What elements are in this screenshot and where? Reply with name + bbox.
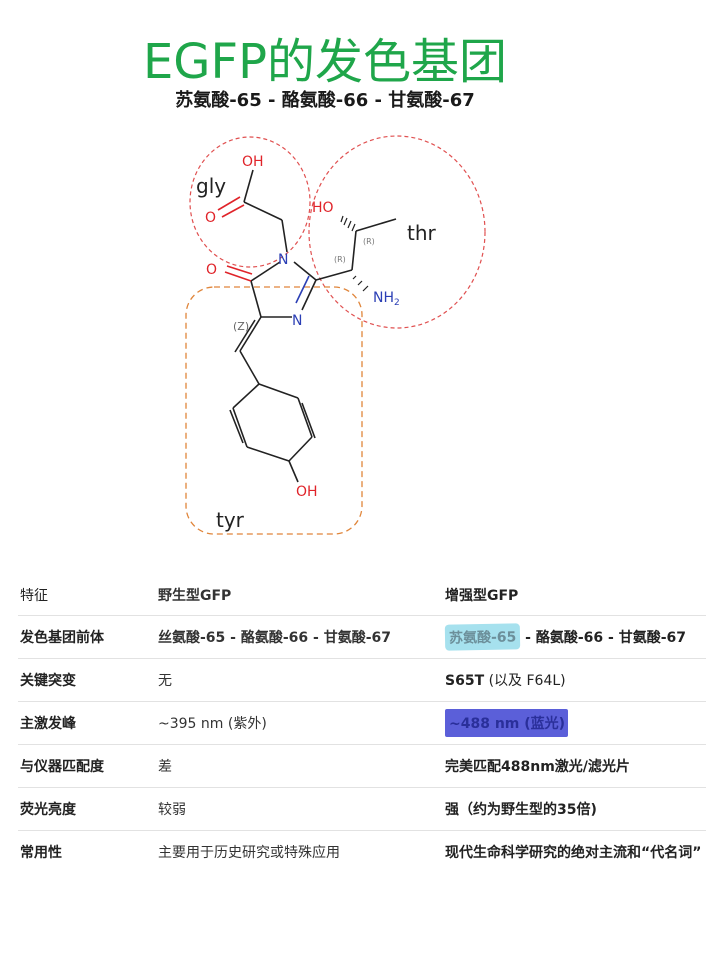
page-title: EGFP的发色基团 xyxy=(142,34,508,90)
atom-oh-phenol: OH xyxy=(296,484,318,500)
table-cell: 较弱 xyxy=(156,787,443,831)
table-cell: 强（约为野生型的35倍) xyxy=(443,787,706,831)
table-row: 荧光亮度 较弱 强（约为野生型的35倍) xyxy=(18,787,706,831)
table-cell: 主要用于历史研究或特殊应用 xyxy=(158,845,340,861)
atom-n-ring1: N xyxy=(278,252,288,268)
table-cell: 常用性 xyxy=(20,845,62,861)
table-cell: 丝氨酸-65 - 酪氨酸-66 - 甘氨酸-67 xyxy=(156,615,443,659)
stereo-label-r2: (R) xyxy=(363,237,375,246)
table-cell: 特征 xyxy=(18,575,156,616)
atom-o-ring: O xyxy=(206,262,217,278)
bond-lines xyxy=(232,169,397,483)
gfp-comparison-table: 特征 野生型GFP 增强型GFP 发色基团前体 丝氨酸-65 - 酪氨酸-66 … xyxy=(18,575,706,873)
label-thr: thr xyxy=(407,221,437,245)
highlight-thr65: 苏氨酸-65 xyxy=(444,623,521,651)
table-row: 与仪器匹配度 差 完美匹配488nm激光/滤光片 xyxy=(18,744,706,788)
atom-o-carbonyl: O xyxy=(205,210,216,226)
highlight-488nm: ~488 nm (蓝光) xyxy=(445,709,569,737)
tyr-region-box xyxy=(185,286,363,535)
table-cell: 完美匹配488nm激光/滤光片 xyxy=(443,744,706,788)
mutation-extra: (以及 F64L) xyxy=(484,673,566,689)
table-cell: S65T (以及 F64L) xyxy=(443,658,706,702)
label-tyr: tyr xyxy=(216,508,245,532)
stereo-label-r1: (R) xyxy=(334,255,346,264)
atom-oh-top: OH xyxy=(242,154,264,170)
mutation-main: S65T xyxy=(445,673,485,689)
precursor-rest: - 酪氨酸-66 - 甘氨酸-67 xyxy=(520,630,686,646)
chromophore-structure: OH O O N N HO NH2 OH (R) (R) (Z) gly thr… xyxy=(185,135,486,535)
table-cell: ~488 nm (蓝光) xyxy=(443,701,706,745)
table-cell: 差 xyxy=(156,744,443,788)
thr-region-circle xyxy=(308,135,486,329)
atom-nh2: NH2 xyxy=(373,290,400,308)
table-cell: ~395 nm (紫外) xyxy=(156,701,443,745)
table-row: 主激发峰 ~395 nm (紫外) ~488 nm (蓝光) xyxy=(18,701,706,745)
table-cell: 增强型GFP xyxy=(443,575,706,616)
table-cell: 无 xyxy=(156,658,443,702)
table-cell: 苏氨酸-65 - 酪氨酸-66 - 甘氨酸-67 xyxy=(443,615,706,659)
atom-n-ring2: N xyxy=(292,313,302,329)
table-cell: 主激发峰 xyxy=(18,701,156,745)
table-cell: 现代生命科学研究的绝对主流和“代名词” xyxy=(445,845,702,861)
table-row: 关键突变 无 S65T (以及 F64L) xyxy=(18,658,706,702)
stereo-label-z: (Z) xyxy=(233,320,249,333)
table-cell: 与仪器匹配度 xyxy=(18,744,156,788)
label-gly: gly xyxy=(196,174,226,198)
gly-region-circle xyxy=(189,136,311,268)
table-cell: 发色基团前体 xyxy=(18,615,156,659)
page-subtitle: 苏氨酸-65 - 酪氨酸-66 - 甘氨酸-67 xyxy=(175,90,475,111)
table-row: 发色基团前体 丝氨酸-65 - 酪氨酸-66 - 甘氨酸-67 苏氨酸-65 -… xyxy=(18,615,706,659)
table-row: 特征 野生型GFP 增强型GFP xyxy=(18,575,706,616)
table-cell: 关键突变 xyxy=(18,658,156,702)
atom-ho-thr: HO xyxy=(312,200,334,216)
table-cell: 荧光亮度 xyxy=(18,787,156,831)
table-row: 常用性 主要用于历史研究或特殊应用 现代生命科学研究的绝对主流和“代名词” xyxy=(18,831,706,874)
table-cell: 野生型GFP xyxy=(156,575,443,616)
